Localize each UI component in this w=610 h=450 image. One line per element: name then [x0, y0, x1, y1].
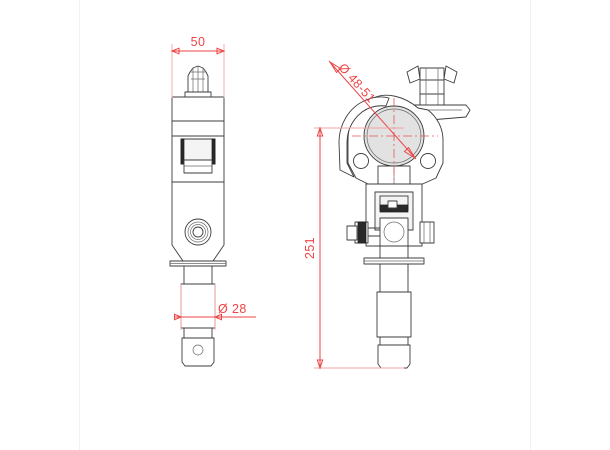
front-view-group: Ø 48-51 251	[303, 61, 471, 370]
bolt-head-circles-side	[184, 218, 212, 246]
clamp-body-side	[171, 181, 225, 262]
spigot-diameter-dimension: Ø 28	[174, 284, 256, 330]
content-frame-left-border	[79, 0, 80, 450]
spigot-collar-front	[363, 257, 425, 265]
spigot-side	[180, 265, 216, 367]
spigot-front	[376, 245, 412, 369]
width-dimension-label: 50	[191, 35, 206, 49]
overall-height-dimension-label: 251	[303, 237, 317, 259]
wing-nut-side-icon	[184, 65, 212, 98]
content-frame-right-border	[530, 0, 531, 450]
clamp-upper-block-side	[171, 96, 225, 137]
tube-diameter-dimension-label: Ø 48-51	[336, 61, 379, 106]
through-bolt-assembly	[346, 217, 435, 247]
side-view-group: 50 Ø 28	[169, 35, 256, 367]
spigot-collar-side	[169, 260, 227, 267]
wing-nut-front-icon	[406, 65, 458, 106]
spigot-diameter-dimension-label: Ø 28	[218, 302, 247, 316]
width-dimension: 50	[170, 35, 226, 98]
clamp-yoke-side	[171, 135, 225, 183]
overall-height-dimension: 251	[303, 126, 404, 370]
